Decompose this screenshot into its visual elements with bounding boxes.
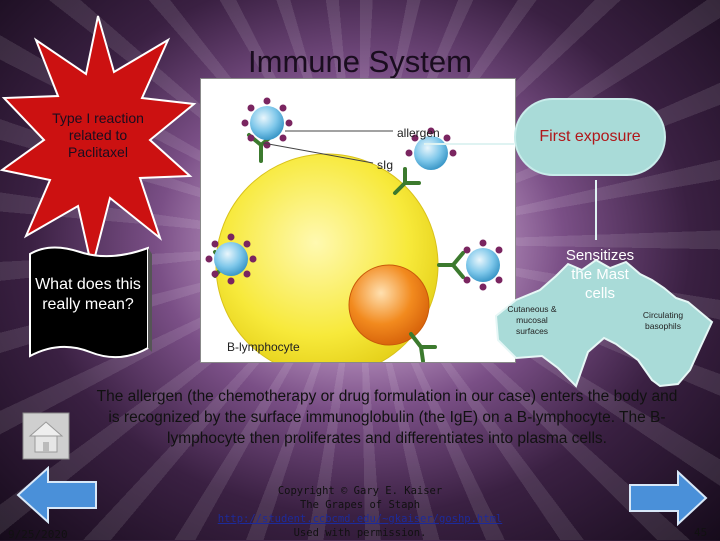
scroll-text: What does this really mean? xyxy=(32,275,144,315)
cutaneous-text: Cutaneous & mucosal surfaces xyxy=(500,304,564,337)
source-link[interactable]: http://student.ccbcmd.edu/~gkaiser/goshp… xyxy=(200,512,520,526)
forward-button[interactable] xyxy=(628,470,708,526)
permission-line: Used with permission. xyxy=(200,526,520,540)
home-icon xyxy=(22,412,70,460)
copyright-block: Copyright © Gary E. Kaiser The Grapes of… xyxy=(200,484,520,540)
circulating-text: Circulating basophils xyxy=(628,310,698,332)
description-text: The allergen (the chemotherapy or drug f… xyxy=(92,386,682,449)
allergen-label: allergen xyxy=(397,126,440,140)
b-lymphocyte-label: B-lymphocyte xyxy=(227,340,300,354)
copyright-line: Copyright © Gary E. Kaiser xyxy=(200,484,520,498)
page-title: Immune System xyxy=(200,44,520,80)
home-button[interactable] xyxy=(22,412,70,460)
source-title: The Grapes of Staph xyxy=(200,498,520,512)
slide-date: 9/25/2020 xyxy=(8,528,68,541)
slide-number: 45 xyxy=(694,526,707,539)
starburst-text: Type I reaction related to Paclitaxel xyxy=(52,110,144,161)
connector-lines xyxy=(420,140,620,250)
sensitizes-text: Sensitizes the Mast cells xyxy=(556,246,644,303)
nucleus xyxy=(349,265,429,345)
back-button[interactable] xyxy=(16,466,98,524)
sig-label: sIg xyxy=(377,158,393,172)
back-arrow-icon xyxy=(16,466,98,524)
forward-arrow-icon xyxy=(628,470,708,526)
